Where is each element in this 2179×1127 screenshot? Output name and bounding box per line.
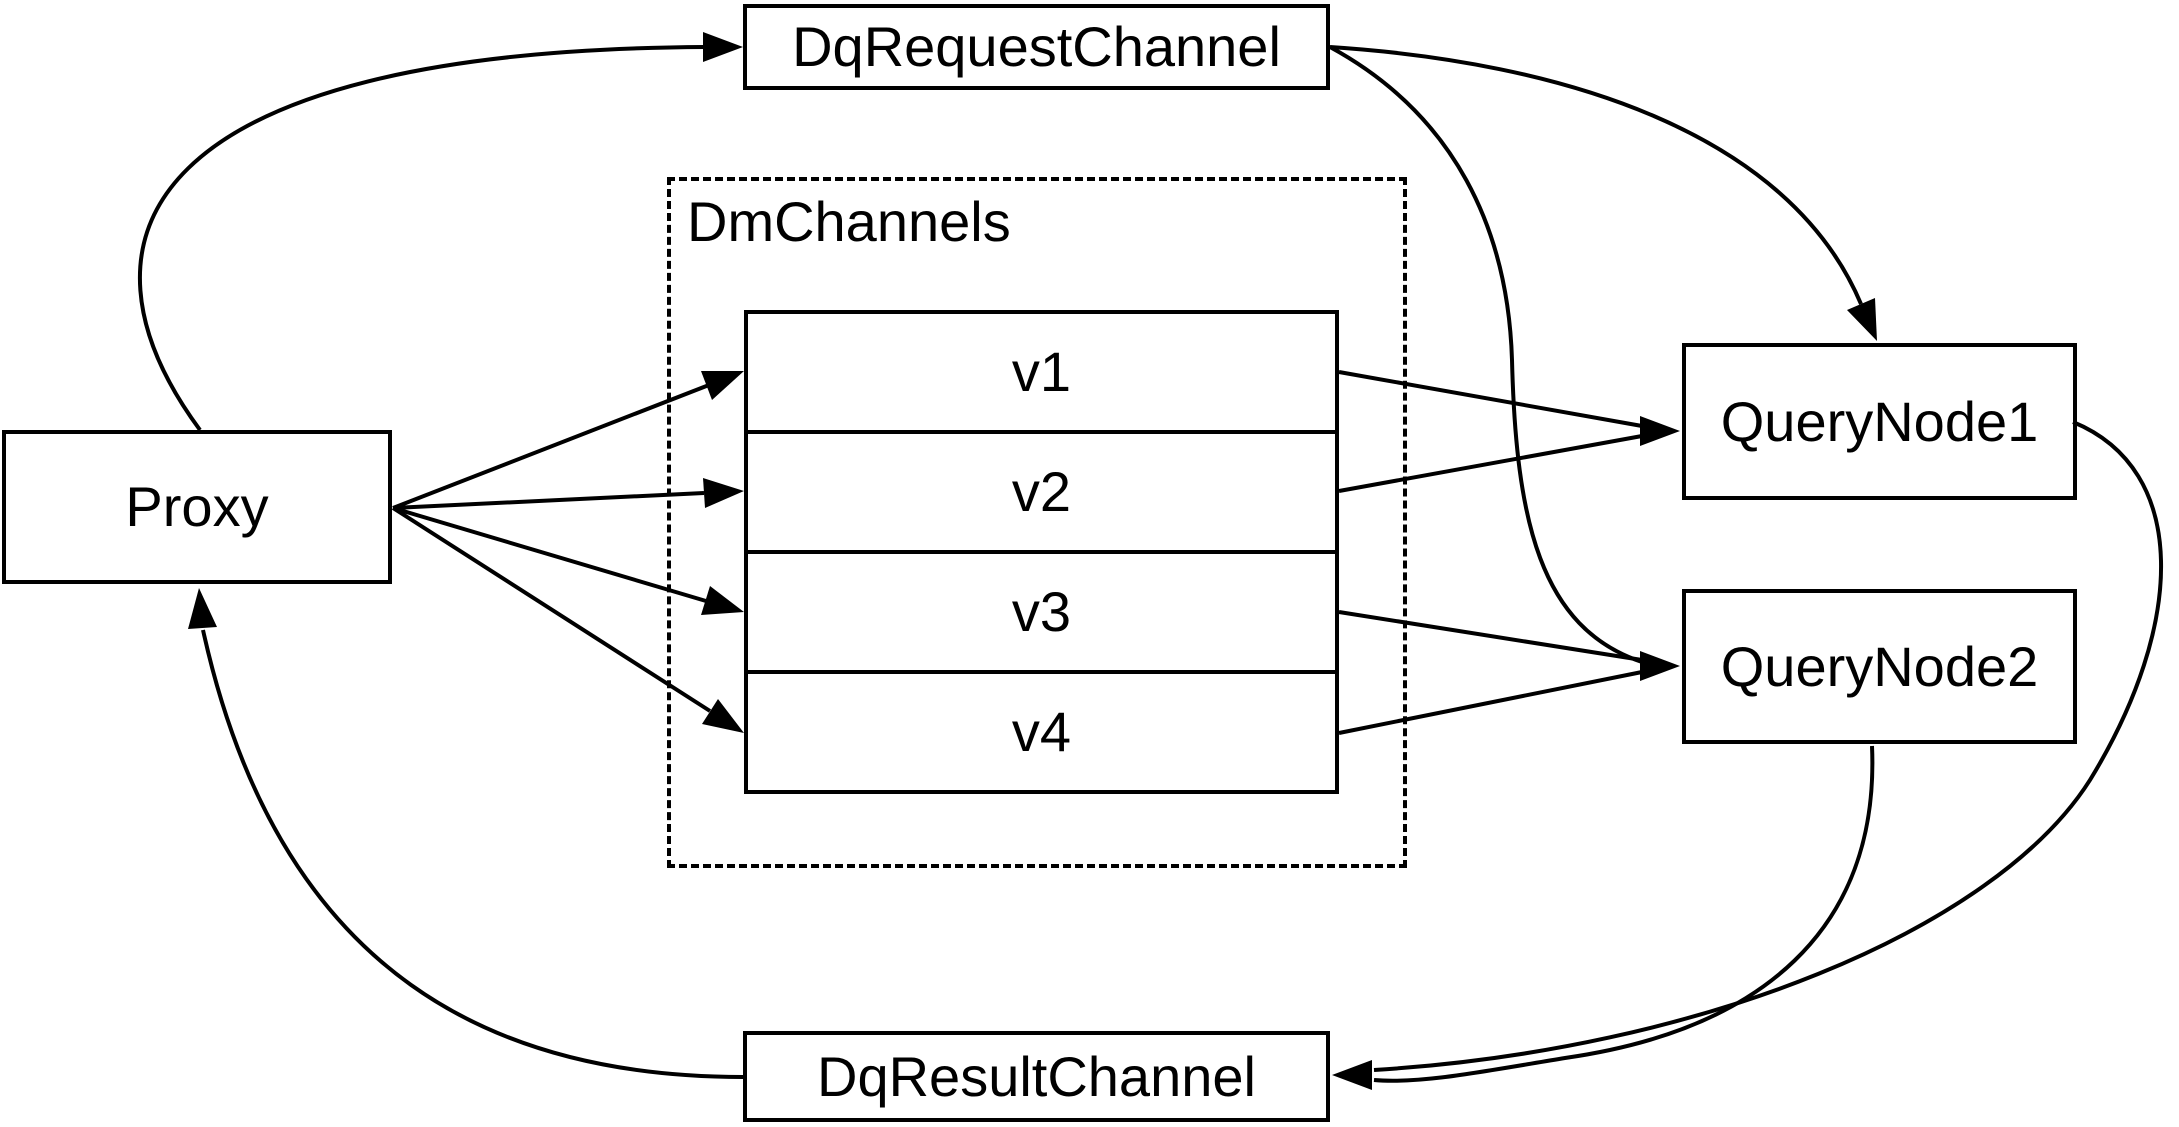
channel-v4-label: v4 bbox=[1011, 700, 1072, 763]
edge-query-node-2-to-dq-result-channel bbox=[1373, 745, 1875, 1083]
proxy-label: Proxy bbox=[125, 475, 269, 538]
dm-channels-group-label: DmChannels bbox=[687, 190, 1011, 253]
arrowhead-into-proxy bbox=[188, 588, 217, 629]
arrowhead-into-dq-request-channel bbox=[703, 32, 743, 62]
dq-request-channel-label: DqRequestChannel bbox=[792, 15, 1281, 78]
dq-result-channel-label: DqResultChannel bbox=[817, 1044, 1256, 1108]
dm-channel-stack: v1 v2 v3 v4 bbox=[744, 310, 1339, 794]
edge-proxy-to-dq-request-channel bbox=[137, 45, 706, 432]
edge-dq-result-channel-to-proxy bbox=[201, 629, 744, 1079]
arrowhead-into-query-node-1-left bbox=[1640, 416, 1680, 446]
edge-proxy-to-v4 bbox=[391, 506, 712, 713]
edge-proxy-to-v3 bbox=[392, 506, 707, 603]
edge-proxy-to-v2 bbox=[392, 491, 705, 510]
edge-proxy-to-v1 bbox=[392, 383, 710, 510]
query-node-2-label: QueryNode2 bbox=[1720, 634, 2039, 698]
dq-request-channel-node: DqRequestChannel bbox=[743, 4, 1330, 90]
channel-row-v3: v3 bbox=[748, 550, 1335, 670]
arrowhead-into-query-node-1-top bbox=[1847, 298, 1877, 341]
edge-dq-request-channel-to-query-node-1 bbox=[1329, 45, 1863, 305]
proxy-node: Proxy bbox=[2, 430, 392, 584]
arrowhead-into-dq-result-channel bbox=[1332, 1060, 1372, 1090]
channel-v3-label: v3 bbox=[1011, 580, 1072, 643]
query-node-2: QueryNode2 bbox=[1682, 589, 2077, 744]
query-node-1-label: QueryNode1 bbox=[1720, 389, 2039, 453]
channel-row-v1: v1 bbox=[748, 314, 1335, 430]
channel-row-v4: v4 bbox=[748, 670, 1335, 790]
arrowhead-into-query-node-2-left bbox=[1640, 651, 1680, 681]
query-node-1: QueryNode1 bbox=[1682, 343, 2077, 500]
edge-query-node-1-to-dq-result-channel bbox=[1373, 420, 2163, 1072]
channel-v2-label: v2 bbox=[1011, 460, 1072, 523]
dq-result-channel-node: DqResultChannel bbox=[743, 1031, 1330, 1122]
channel-row-v2: v2 bbox=[748, 430, 1335, 550]
channel-v1-label: v1 bbox=[1011, 340, 1072, 403]
